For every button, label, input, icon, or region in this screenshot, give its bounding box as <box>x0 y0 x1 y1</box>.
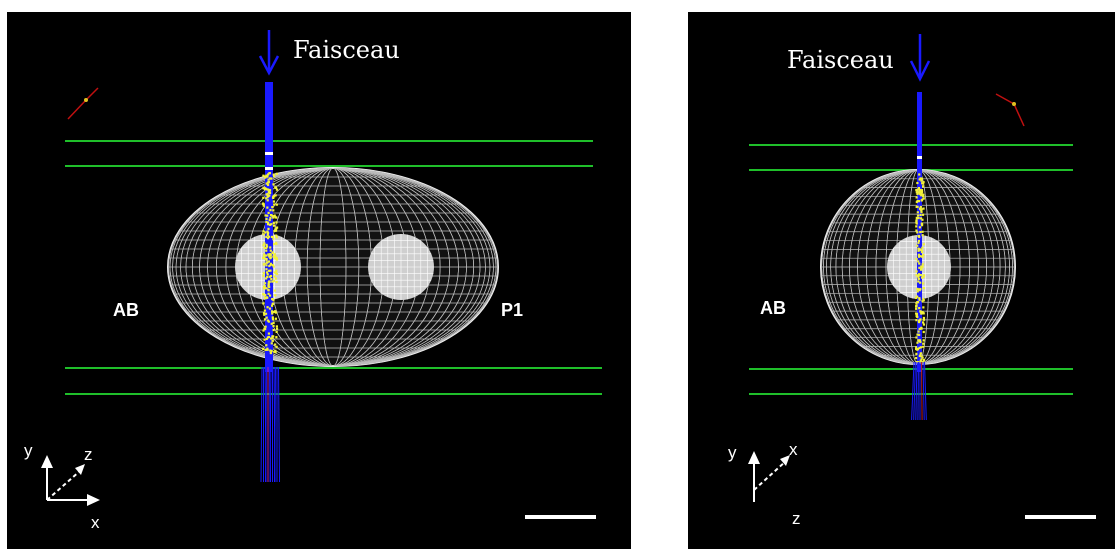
axis-label-y: y <box>728 443 737 462</box>
left-panel: Faisceau AB P1 y z x <box>7 12 631 549</box>
orientation-marker-icon <box>995 93 1025 127</box>
axis-label-y: y <box>24 441 33 460</box>
beam-track <box>260 82 280 483</box>
beam-arrow-icon <box>909 34 931 82</box>
axis-label-z: z <box>84 445 93 464</box>
beam-label: Faisceau <box>787 46 894 74</box>
right-panel: Faisceau AB y x z <box>688 12 1115 549</box>
scale-bar <box>525 515 596 519</box>
interaction-hits <box>911 173 927 421</box>
interaction-hits <box>262 172 279 355</box>
region-label-ab: AB <box>760 298 786 318</box>
orientation-marker-icon <box>67 87 99 120</box>
region-label-p1: P1 <box>501 300 524 320</box>
ellipsoid-wireframe <box>167 167 499 367</box>
beam-arrow-icon <box>258 30 280 76</box>
axes-gizmo-icon <box>41 455 100 506</box>
axis-label-z: z <box>792 509 801 528</box>
right-scene <box>748 34 1096 519</box>
inner-sphere-p1 <box>368 234 434 300</box>
left-scene <box>41 30 602 519</box>
beam-label: Faisceau <box>293 36 400 64</box>
axis-label-x: x <box>91 513 100 532</box>
axes-gizmo-icon <box>748 451 790 502</box>
region-label-ab: AB <box>113 300 139 320</box>
scale-bar <box>1025 515 1096 519</box>
axis-label-x: x <box>789 440 798 459</box>
